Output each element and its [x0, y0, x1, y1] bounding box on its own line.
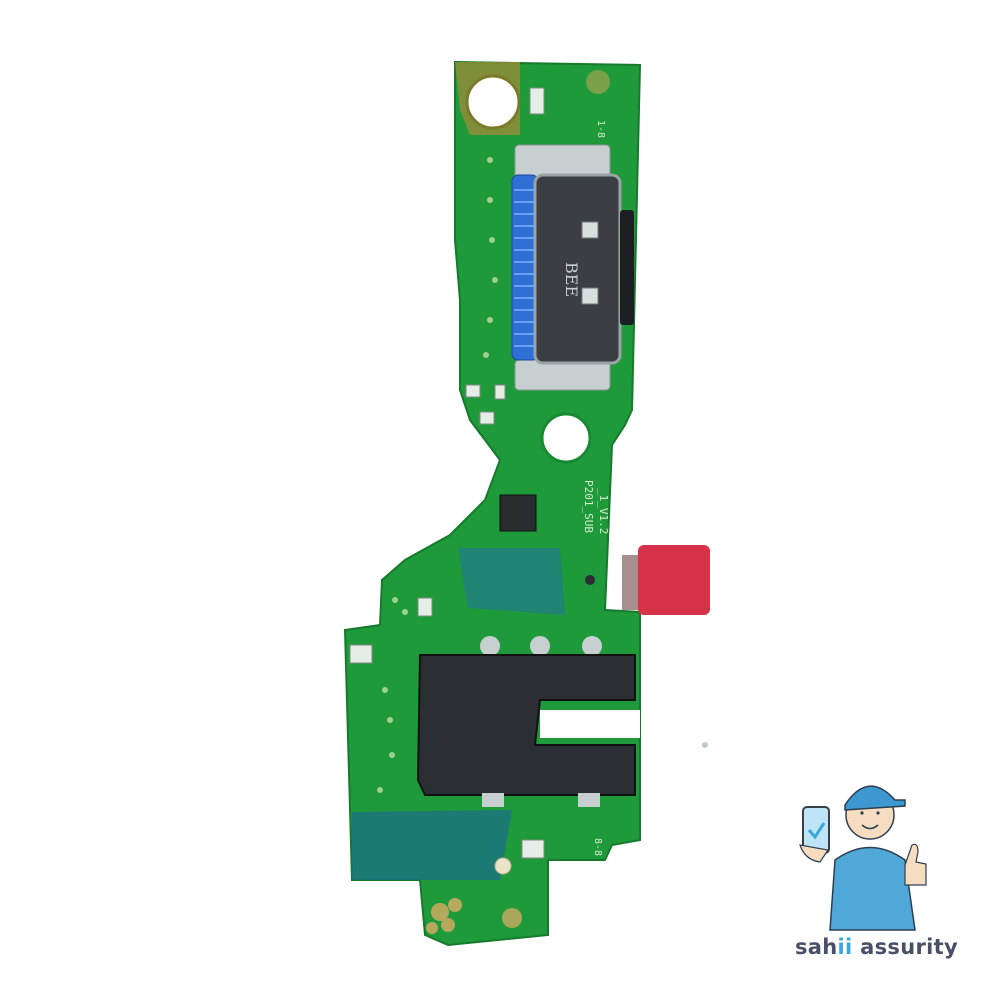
conformal-coating-area	[458, 548, 565, 615]
audio-jack	[416, 636, 708, 807]
usb-c-connector: BEE	[511, 144, 634, 391]
ic-chip	[499, 494, 537, 532]
board-revision-label-2: _1_V1.2	[597, 488, 610, 534]
bottom-silk-label: 8-8	[592, 838, 603, 856]
board-revision-label: P201_SUB	[582, 480, 595, 533]
gold-logo-pad	[426, 898, 462, 934]
brand-name-accent: ii	[837, 935, 853, 959]
checkmark-icon	[807, 822, 826, 840]
mascot-technician	[799, 785, 927, 931]
mounting-hole-middle	[540, 412, 592, 464]
smd-components	[349, 87, 545, 859]
usb-marking-text: BEE	[562, 262, 581, 297]
thumbs-up-icon	[904, 843, 927, 886]
gold-pad	[494, 857, 512, 875]
mounting-hole-top	[465, 74, 521, 130]
conformal-coating-area-bottom	[352, 810, 512, 880]
brand-name-part1: sah	[795, 935, 838, 959]
flex-cable-tab	[622, 545, 710, 615]
brand-logo-text: sahii assurity	[795, 935, 958, 959]
top-silk-label: 1-8	[595, 120, 606, 138]
brand-name-part2: assurity	[852, 935, 958, 959]
gold-pad	[502, 908, 522, 928]
test-pad	[586, 70, 610, 94]
pcb-vias	[377, 157, 595, 793]
